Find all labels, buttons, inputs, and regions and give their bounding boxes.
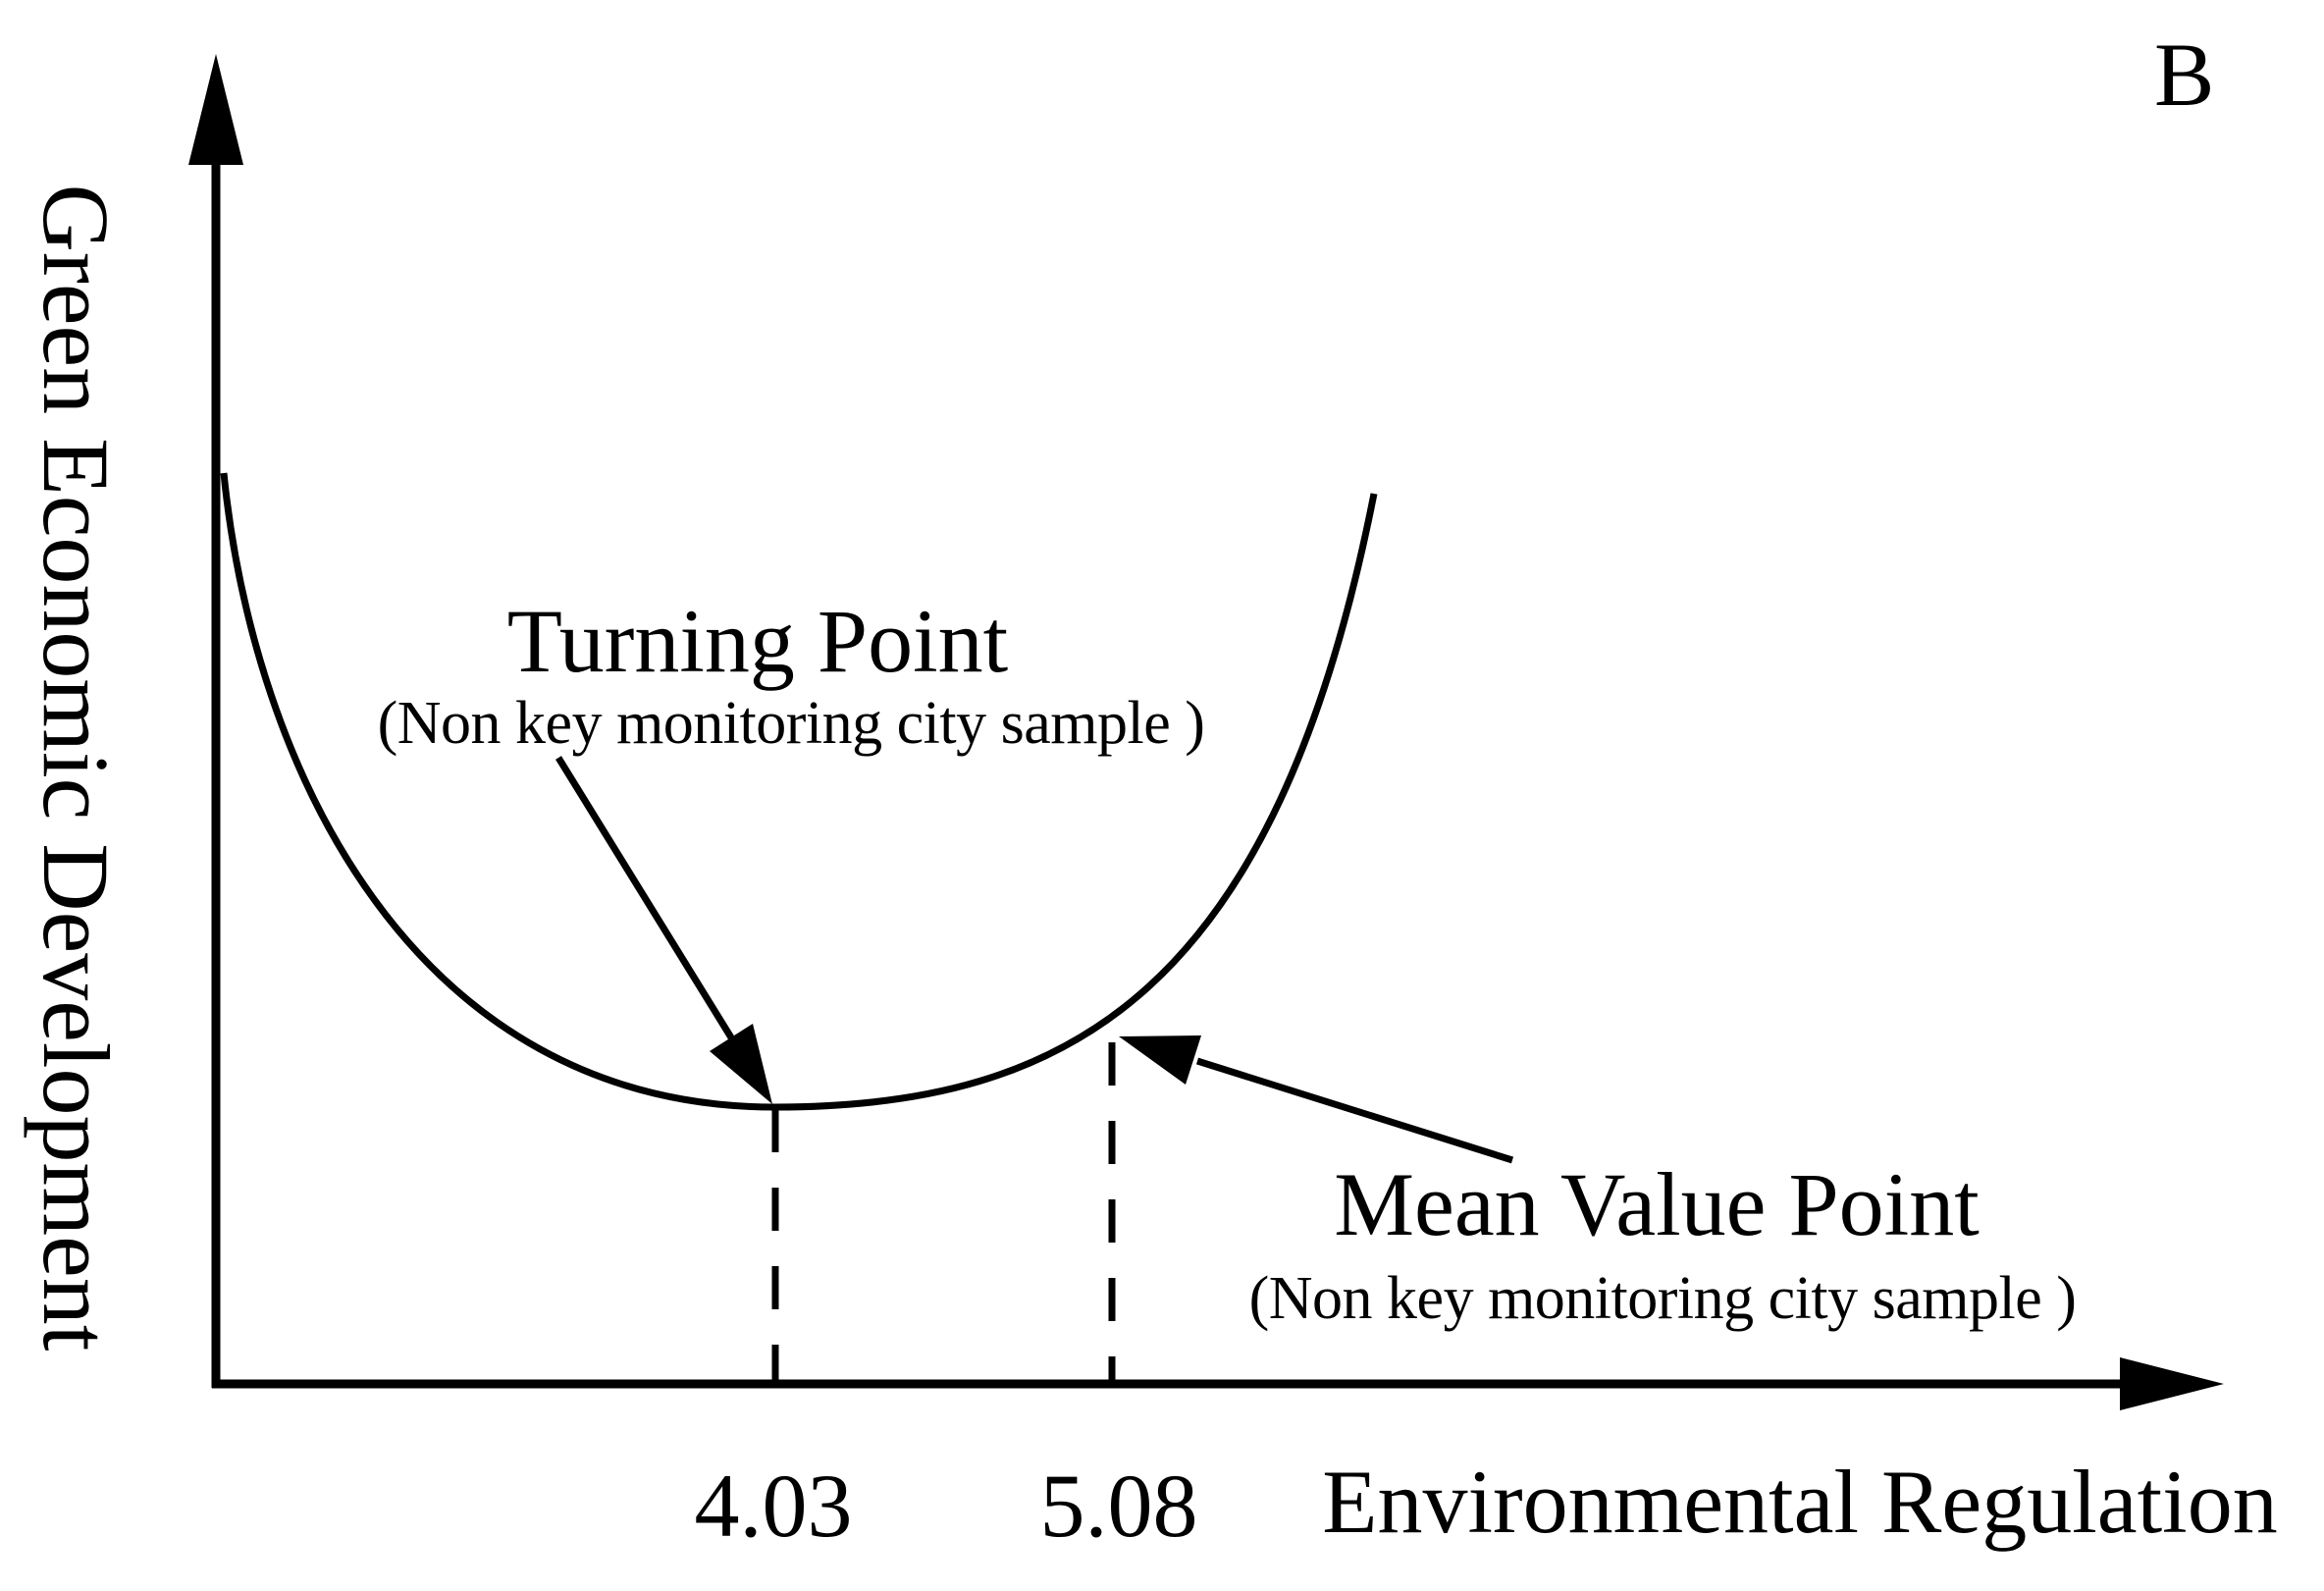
x-tick-label-mean: 5.08 [1039, 1456, 1198, 1556]
mean-annotation-arrow-line [1195, 1057, 1514, 1164]
mean-annotation-arrowhead-icon [1119, 1035, 1201, 1085]
x-tick-label-turning: 4.03 [694, 1456, 853, 1556]
turning-annotation-arrow-line [555, 756, 737, 1044]
panel-letter: B [2154, 25, 2215, 125]
mean-value-point-title: Mean Value Point [1334, 1154, 1980, 1254]
y-axis-arrowhead-icon [188, 54, 243, 165]
turning-annotation-arrowhead-icon [710, 1024, 772, 1104]
turning-point-subtitle: (Non key monitoring city sample ) [377, 690, 1205, 757]
u-curve [220, 472, 1378, 1111]
mean-value-point-subtitle: (Non key monitoring city sample ) [1248, 1265, 2077, 1332]
x-axis-arrowhead-icon [2120, 1357, 2224, 1410]
turning-point-title: Turning Point [506, 591, 1009, 691]
x-axis-title: Environmental Regulation [1322, 1452, 2278, 1552]
y-axis-title: Green Economic Development [24, 184, 129, 1352]
